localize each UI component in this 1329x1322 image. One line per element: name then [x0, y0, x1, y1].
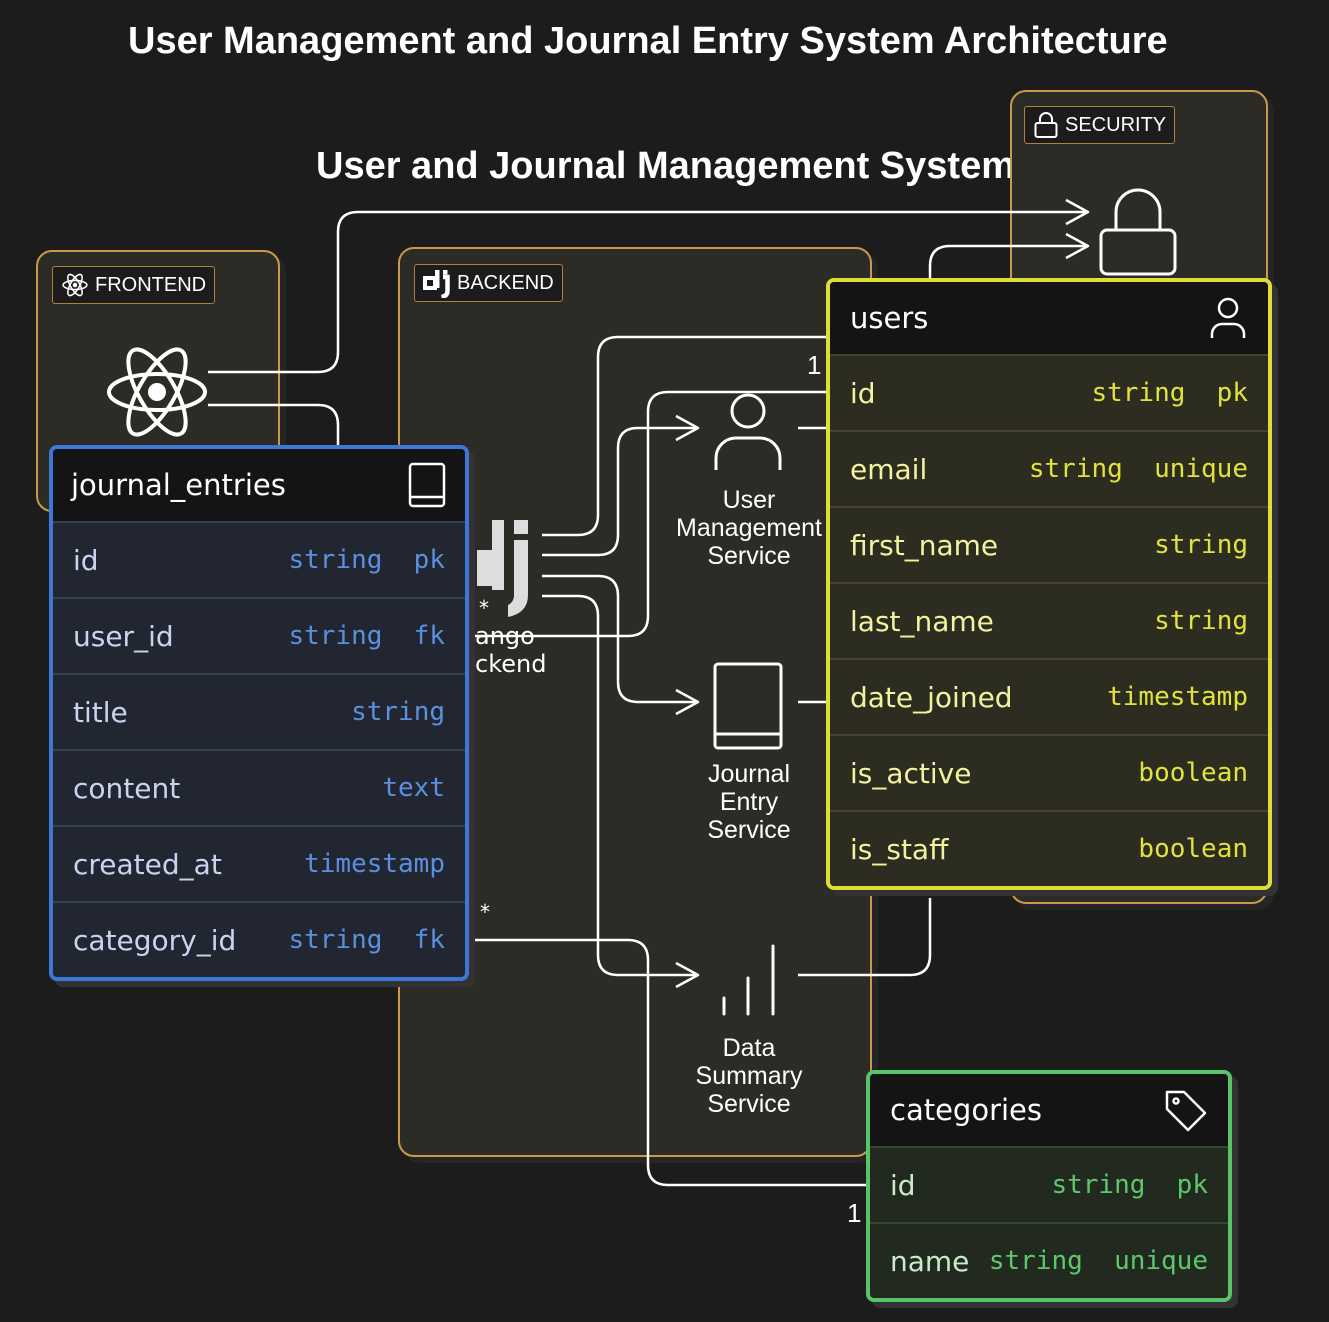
field-type: string pk — [1091, 378, 1248, 408]
django-node-icon — [477, 520, 528, 617]
journal-entries-table[interactable]: journal_entries id string pk user_id str… — [49, 445, 469, 981]
field-type: string — [351, 697, 445, 727]
field-name: id — [73, 543, 99, 577]
categories-table[interactable]: categories id string pk name string uniq… — [866, 1070, 1232, 1302]
tag-icon — [1165, 1090, 1207, 1132]
frontend-security-arrow — [1065, 198, 1090, 226]
backend-group-label: BACKEND — [414, 264, 563, 302]
field-name: is_staff — [850, 832, 949, 866]
table-row[interactable]: first_name string — [830, 506, 1268, 582]
book-service-icon — [713, 662, 783, 750]
category-pk-cardinality: 1 — [847, 1198, 862, 1228]
users-header: users — [830, 282, 1268, 354]
table-row[interactable]: id string pk — [53, 521, 465, 597]
field-type: string unique — [988, 1246, 1208, 1276]
frontend-backend-edge — [208, 403, 340, 450]
summary-users-edge — [798, 898, 932, 977]
field-type: timestamp — [1107, 682, 1248, 712]
field-name: name — [890, 1244, 970, 1278]
field-name: id — [890, 1168, 916, 1202]
backend-journal-service-edge — [542, 574, 698, 704]
field-name: email — [850, 452, 928, 486]
journal-service-label[interactable]: Journal Entry Service — [707, 760, 791, 844]
frontend-label-text: FRONTEND — [95, 273, 207, 296]
summary-service-arrow — [675, 961, 700, 989]
user-icon — [1210, 297, 1246, 338]
field-type: text — [382, 773, 445, 803]
field-type: boolean — [1138, 758, 1248, 788]
field-name: is_active — [850, 756, 972, 790]
field-type: string fk — [288, 621, 445, 651]
field-type: string pk — [1051, 1170, 1208, 1200]
user-service-arrow — [675, 414, 700, 442]
field-name: content — [73, 771, 181, 805]
fk-user-id-edge — [458, 390, 836, 638]
table-row[interactable]: is_staff boolean — [830, 810, 1268, 886]
security-lock-node-icon — [1099, 188, 1177, 276]
users-table[interactable]: users id string pk email string unique f… — [826, 278, 1272, 890]
users-name: users — [850, 301, 929, 335]
users-security-edge — [928, 244, 1088, 280]
table-row[interactable]: email string unique — [830, 430, 1268, 506]
user-fk-cardinality: * — [479, 596, 489, 620]
table-row[interactable]: is_active boolean — [830, 734, 1268, 810]
field-type: timestamp — [304, 849, 445, 879]
backend-user-service-edge — [542, 426, 698, 557]
field-name: first_name — [850, 528, 999, 562]
user-pk-cardinality: 1 — [807, 350, 822, 380]
journal-entries-name: journal_entries — [71, 468, 286, 502]
backend-summary-edge — [542, 594, 698, 977]
frontend-group-label: FRONTEND — [52, 266, 216, 304]
journal-entries-header: journal_entries — [53, 449, 465, 521]
users-security-arrow — [1065, 232, 1090, 260]
backend-label-text: BACKEND — [457, 271, 554, 294]
field-type: boolean — [1138, 834, 1248, 864]
security-group-label: SECURITY — [1024, 106, 1176, 144]
journal-service-arrow — [675, 688, 700, 716]
lock-icon — [1034, 112, 1058, 138]
field-type: string pk — [288, 545, 445, 575]
field-type: string unique — [1028, 454, 1248, 484]
table-row[interactable]: created_at timestamp — [53, 825, 465, 901]
user-service-label[interactable]: User Management Service — [676, 486, 822, 570]
backend-node-label: ango ckend — [475, 622, 547, 678]
django-icon — [423, 270, 450, 298]
summary-service-label[interactable]: Data Summary Service — [695, 1034, 803, 1118]
security-label-text: SECURITY — [1065, 113, 1167, 136]
book-icon — [408, 462, 446, 508]
categories-header: categories — [870, 1074, 1228, 1146]
field-name: date_joined — [850, 680, 1013, 714]
frontend-security-edge — [208, 210, 1088, 374]
field-type: string — [1154, 606, 1248, 636]
field-name: title — [73, 695, 128, 729]
table-row[interactable]: title string — [53, 673, 465, 749]
react-node-icon — [107, 347, 207, 437]
user-service-icon — [714, 393, 782, 470]
category-fk-cardinality: * — [480, 900, 490, 924]
diagram-subtitle: User and Journal Management System — [316, 145, 1015, 187]
bar-chart-service-icon — [722, 944, 775, 1016]
table-row[interactable]: date_joined timestamp — [830, 658, 1268, 734]
table-row[interactable]: user_id string fk — [53, 597, 465, 673]
table-row[interactable]: name string unique — [870, 1222, 1228, 1298]
table-row[interactable]: category_id string fk — [53, 901, 465, 977]
table-row[interactable]: id string pk — [830, 354, 1268, 430]
table-row[interactable]: last_name string — [830, 582, 1268, 658]
table-row[interactable]: id string pk — [870, 1146, 1228, 1222]
field-type: string fk — [288, 925, 445, 955]
field-name: created_at — [73, 847, 222, 881]
field-name: category_id — [73, 923, 237, 957]
categories-name: categories — [890, 1093, 1043, 1127]
field-name: last_name — [850, 604, 994, 638]
fk-category-id-edge — [458, 938, 876, 1187]
field-name: user_id — [73, 619, 174, 653]
backend-users-edge — [542, 335, 828, 537]
field-name: id — [850, 376, 876, 410]
table-row[interactable]: content text — [53, 749, 465, 825]
react-icon — [62, 273, 88, 297]
diagram-title: User Management and Journal Entry System… — [128, 20, 1168, 62]
field-type: string — [1154, 530, 1248, 560]
